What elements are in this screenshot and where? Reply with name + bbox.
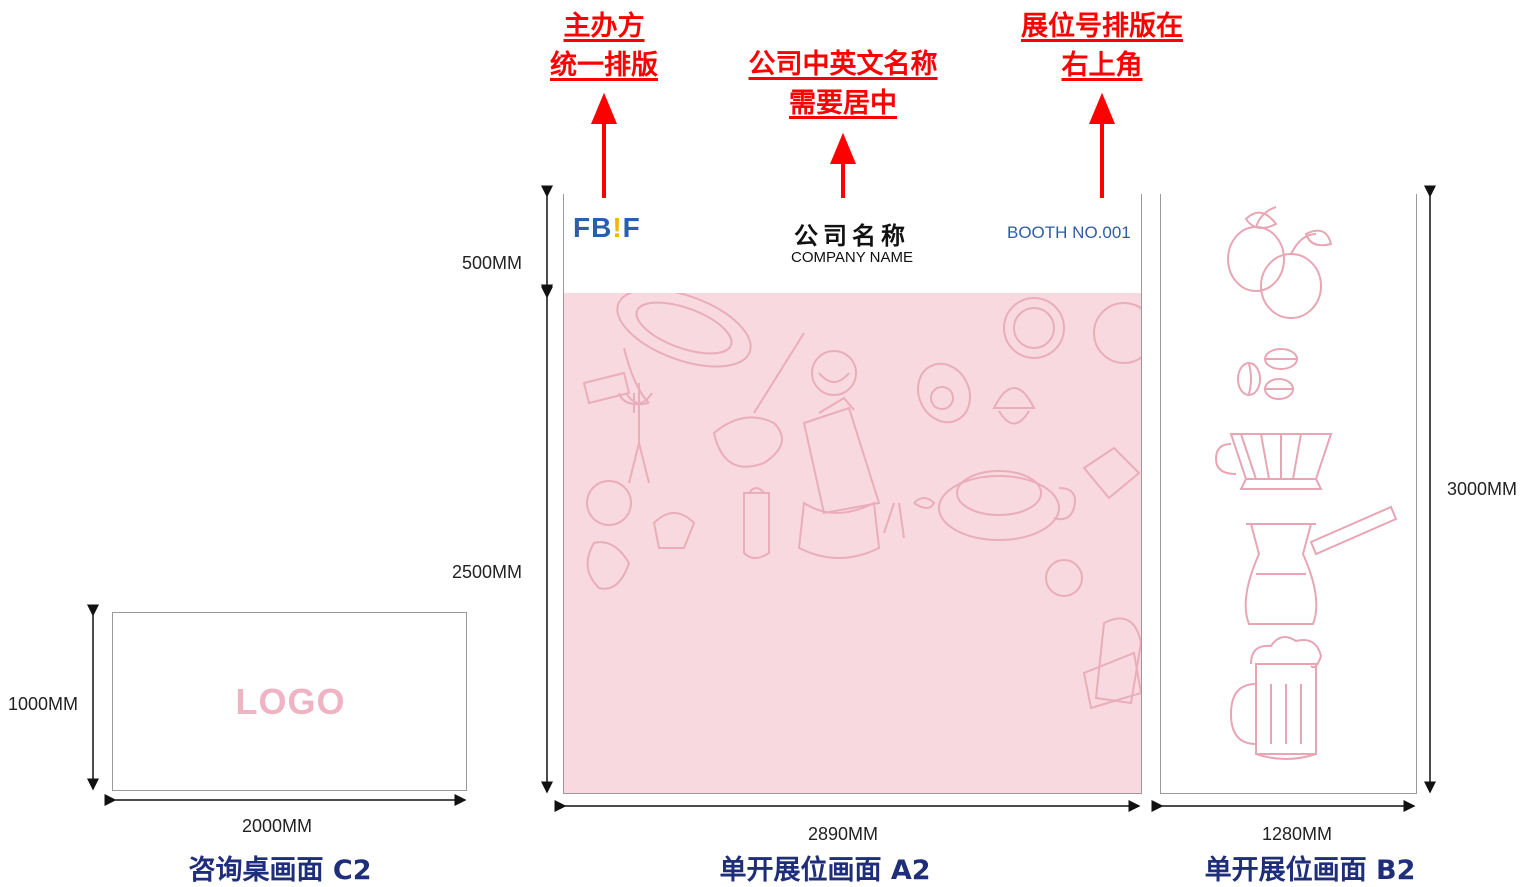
booth-a2-panel: FB!F 公司名称 COMPANY NAME BOOTH NO.001 bbox=[563, 194, 1142, 794]
desk-width-label: 2000MM bbox=[242, 816, 313, 836]
desk-c2-caption: 咨询桌画面 C2 bbox=[188, 855, 372, 886]
booth-a2-header: FB!F 公司名称 COMPANY NAME BOOTH NO.001 bbox=[564, 194, 1141, 293]
annotation-organizer-line2: 统一排版 bbox=[550, 50, 658, 81]
annotation-organizer: 主办方 统一排版 bbox=[519, 7, 689, 85]
pour-over-dripper-icon bbox=[1214, 433, 1333, 490]
a2-header-height-label: 500MM bbox=[462, 253, 523, 273]
turkish-coffee-pot-icon bbox=[1244, 505, 1398, 625]
annotation-company-line1: 公司中英文名称 bbox=[748, 49, 938, 80]
annotation-organizer-line1: 主办方 bbox=[563, 11, 645, 42]
coffee-beans-icon bbox=[1237, 348, 1298, 400]
annotation-booth-line1: 展位号排版在 bbox=[1021, 11, 1183, 42]
fruit-icon bbox=[1227, 206, 1333, 319]
annotation-company-line2: 需要居中 bbox=[789, 88, 897, 119]
desk-c2-panel: LOGO bbox=[112, 612, 467, 791]
b2-height-label: 3000MM bbox=[1447, 479, 1518, 499]
fbif-logo: FB!F bbox=[573, 212, 641, 244]
booth-number: BOOTH NO.001 bbox=[1007, 223, 1131, 242]
annotation-booth: 展位号排版在 右上角 bbox=[992, 7, 1212, 85]
a2-width-label: 2890MM bbox=[808, 824, 879, 844]
food-sketch-illustration bbox=[582, 293, 1141, 710]
beer-mug-icon bbox=[1229, 636, 1323, 760]
booth-a2-caption: 单开展位画面 A2 bbox=[719, 855, 931, 886]
fbif-logo-fb: FB bbox=[573, 212, 613, 243]
booth-b2-caption: 单开展位画面 B2 bbox=[1204, 855, 1416, 886]
booth-b2-panel bbox=[1160, 194, 1417, 794]
a2-body-height-label: 2500MM bbox=[452, 562, 523, 582]
fbif-logo-f: F bbox=[622, 212, 641, 243]
annotation-booth-line2: 右上角 bbox=[1061, 50, 1143, 81]
desk-logo-placeholder: LOGO bbox=[235, 681, 346, 722]
fbif-logo-bang: ! bbox=[612, 212, 623, 243]
desk-height-label: 1000MM bbox=[8, 694, 79, 714]
b2-width-label: 1280MM bbox=[1262, 824, 1333, 844]
annotation-company: 公司中英文名称 需要居中 bbox=[718, 45, 968, 123]
b2-sketch-column bbox=[1214, 206, 1398, 760]
company-name-cn: 公司名称 bbox=[794, 222, 910, 250]
booth-a2-graphic-area bbox=[564, 293, 1141, 793]
company-name-en: COMPANY NAME bbox=[791, 249, 913, 266]
